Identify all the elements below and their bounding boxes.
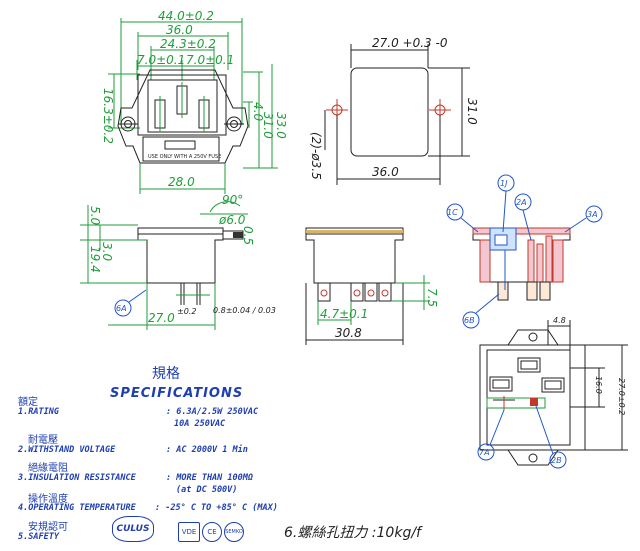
dim-overall-width: 44.0±0.2 (158, 9, 214, 23)
dim-inner-width: 36.0 (166, 23, 193, 37)
label-6a: 6A (116, 304, 127, 313)
dim-pin-gap-right: 7.0±0.1 (186, 53, 234, 67)
spec-safety-cn: 安規認可 (28, 522, 68, 533)
dim-pin-span: 24.3±0.2 (160, 37, 216, 51)
dim-height-b: 31.0 (261, 112, 275, 139)
dim-angle: 90° (222, 193, 243, 207)
dim-side-left-b: 3.0 (100, 242, 114, 261)
dim-cutout-width: 27.0 +0.3 -0 (372, 36, 448, 50)
dim-rear-top: 4.8 (553, 316, 566, 325)
spec-insulation-cn: 絕緣電阻 (28, 463, 68, 474)
spec-title-cn: 規格 (152, 366, 180, 382)
spec-insulation-value2: (at DC 500V) (176, 485, 238, 495)
cert-vde-logo: VDE (178, 522, 200, 542)
spec-rating-value2: 10A 250VAC (174, 419, 226, 429)
dim-pin-gap-left: 7.0±0.1 (137, 53, 185, 67)
section-view: 1C 1J 2A 3A 6B (446, 174, 603, 329)
spec-withstand-label: 2.WITHSTAND VOLTAGE (18, 445, 116, 455)
front-view: 44.0±0.2 36.0 24.3±0.2 7.0±0.1 7.0±0.1 1… (101, 9, 288, 194)
label-1j: 1J (500, 179, 508, 188)
dim-side-pin-pitch: ±0.2 (177, 307, 196, 316)
cert-ce-logo: CE (202, 522, 222, 542)
dim-height-a: 4.0 (251, 102, 265, 121)
spec-rating-value: : 6.3A/2.5W 250VAC (166, 407, 259, 417)
label-7a: 7A (479, 448, 490, 457)
spec-temp-label: 4.OPERATING TEMPERATURE (18, 503, 136, 513)
spec-temp-value: : -25° C TO +85° C (MAX) (155, 503, 278, 513)
dim-height-c: 33.0 (274, 112, 288, 139)
dim-bottom-height: 7.5 (425, 288, 439, 307)
label-1c: 1C (447, 208, 458, 217)
spec-safety-label: 5.SAFETY (18, 532, 59, 542)
spec-title: SPECIFICATIONS (110, 386, 244, 401)
dim-rear-right: 27.0±0.2 (617, 378, 626, 415)
dim-side-body-width: 27.0 (148, 311, 175, 325)
spec-insulation-label: 3.INSULATION RESISTANCE (18, 473, 136, 483)
cert-culus-logo: CULUS (112, 516, 154, 542)
bottom-view: 4.7±0.1 30.8 7.5 (305, 227, 439, 345)
cutout-view: 27.0 +0.3 -0 31.0 36.0 (2)-ø3.5 (309, 36, 479, 185)
label-3a: 3A (587, 210, 598, 219)
dim-bottom-length: 30.8 (335, 326, 362, 340)
fuse-label: USE ONLY WITH A 250V FUSE (148, 154, 221, 160)
dim-rear-mid: 16.0 (594, 376, 603, 394)
spec-insulation-value: : MORE THAN 100MΩ (166, 473, 253, 483)
rear-view: 4.8 16.0 27.0±0.2 7A 2B (477, 316, 628, 469)
spec-rating-cn: 額定 (18, 397, 38, 408)
dim-bottom-pin-spacing: 4.7±0.1 (320, 307, 368, 321)
side-view: 90° ø6.0 0.5 5.0 3.0 19.4 27.0 ±0.2 0.8±… (80, 193, 276, 330)
label-2a: 2A (516, 198, 527, 207)
spec-withstand-cn: 耐電壓 (28, 435, 58, 446)
dim-side-pin-thickness: 0.8±0.04 / 0.03 (213, 306, 276, 315)
spec-withstand-value: : AC 2000V 1 Min (166, 445, 248, 455)
dim-flange: 0.5 (241, 226, 255, 245)
dim-side-left-a: 5.0 (88, 206, 102, 225)
dim-bottom-width: 28.0 (168, 175, 195, 189)
dim-cutout-bottom: 36.0 (372, 165, 399, 179)
dim-side-left-c: 19.4 (88, 246, 102, 273)
cert-semko-logo: SEMKO (224, 522, 244, 542)
dim-hole: (2)-ø3.5 (309, 132, 323, 180)
torque-note: 6.螺絲孔扭力 :10kg/f (284, 525, 421, 541)
dim-height-left: 16.3±0.2 (101, 88, 115, 144)
label-6b: 6B (464, 316, 475, 325)
dim-dia: ø6.0 (218, 213, 246, 227)
spec-temp-cn: 操作溫度 (28, 494, 68, 505)
spec-rating-label: 1.RATING (18, 407, 59, 417)
dim-cutout-height: 31.0 (465, 98, 479, 125)
label-2b: 2B (551, 456, 562, 465)
